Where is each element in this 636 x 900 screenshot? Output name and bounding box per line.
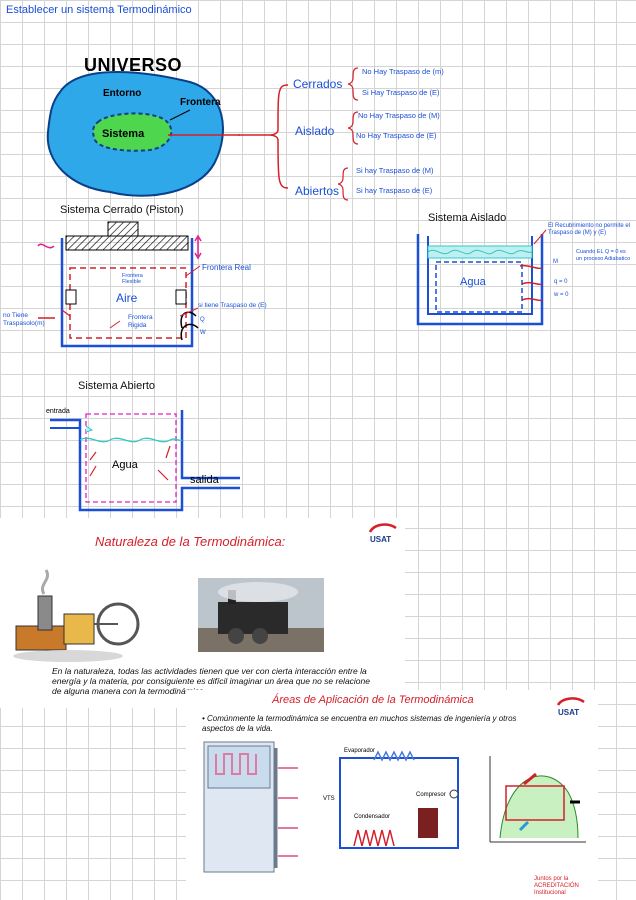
slide2-bullet-text: Comúnmente la termodinámica se encuentra… [202, 714, 517, 733]
steam-engine-illustration [13, 569, 140, 662]
open-fluid: Agua [112, 459, 138, 471]
frontera-real-label: Frontera Real [202, 263, 251, 272]
cycle-label-compresor: Compresor [416, 792, 446, 798]
closed-q-label: Q [200, 317, 205, 323]
entorno-label: Entorno [103, 88, 142, 99]
salida-label: salida [190, 474, 219, 486]
universe-heading: UNIVERSO [84, 55, 183, 75]
aislado-item-2: No Hay Traspaso de (E) [356, 131, 437, 140]
isolated-m-label: M [553, 259, 558, 265]
closed-fluid: Aire [116, 291, 138, 305]
slide2-bullet: • Comúnmente la termodinámica se encuent… [202, 714, 517, 733]
refrigerator-diagram [203, 741, 298, 873]
sistema-label: Sistema [102, 128, 145, 140]
cycle-label-vts: VTS [323, 796, 335, 802]
acreditacion-logo: Juntos por la ACREDITACIÓN Institucional [534, 876, 579, 896]
class-cerrados: Cerrados [293, 77, 343, 91]
isolated-w0-label: w = 0 [554, 292, 569, 298]
class-aislado: Aislado [295, 124, 335, 138]
ph-diagram [489, 756, 586, 843]
abiertos-item-1: Si hay Traspaso de (M) [356, 166, 434, 175]
open-title: Sistema Abierto [78, 380, 156, 392]
frontera-flexible-label: Frontera Flexible [122, 273, 143, 285]
isolated-note-adiabatic: Cuando EL Q = 0 es un proceso Adiabatico [576, 249, 631, 262]
closed-w-label: W [200, 330, 206, 336]
closed-system-diagram [37, 221, 202, 348]
isolated-title: Sistema Aislado [428, 212, 507, 224]
entrada-label: entrada [46, 408, 70, 415]
frontera-rigida-label: Frontera Rigida [128, 314, 153, 329]
slide2-title: Áreas de Aplicación de la Termodinámica [272, 694, 474, 706]
slide-naturaleza: Naturaleza de la Termodinámica: USAT En … [0, 518, 405, 708]
usat-logo-2: USAT [552, 696, 588, 720]
cerrados-item-1: No Hay Traspaso de (m) [362, 67, 444, 76]
abiertos-item-2: Si hay Traspaso de (E) [356, 186, 433, 195]
svg-text:USAT: USAT [370, 535, 391, 544]
svg-text:USAT: USAT [558, 708, 579, 717]
isolated-q0-label: q = 0 [554, 279, 568, 285]
refrigeration-cycle-diagram [339, 750, 459, 849]
cerrados-item-2: Si Hay Traspaso de (E) [362, 88, 440, 97]
energy-transfer-note: si tiene Traspaso de (E) [198, 302, 267, 309]
class-abiertos: Abiertos [295, 184, 340, 198]
universe-diagram [46, 71, 240, 197]
cycle-label-condensador: Condensador [354, 814, 391, 820]
steam-locomotive-photo [198, 578, 324, 652]
classification-braces [238, 67, 359, 201]
isolated-note-coating: El Recubrimiento no permite el Traspaso … [548, 223, 631, 236]
slide1-title: Naturaleza de la Termodinámica: [95, 534, 286, 549]
closed-title: Sistema Cerrado (Piston) [60, 204, 184, 216]
isolated-fluid: Agua [460, 276, 486, 288]
slide-aplicacion: Áreas de Aplicación de la Termodinámica … [186, 690, 598, 900]
open-system-diagram [50, 410, 240, 512]
isolated-system-diagram [416, 229, 547, 326]
frontera-label: Frontera [180, 97, 221, 108]
cycle-label-evaporador: Evaporador [344, 748, 376, 754]
page-title: Establecer un sistema Termodinámico [6, 4, 192, 16]
slide1-text: En la naturaleza, todas las actividades … [52, 666, 370, 696]
usat-logo: USAT [364, 522, 400, 548]
no-mass-transfer-note: no Tiene Traspasolo(m) [3, 312, 45, 327]
aislado-item-1: No Hay Traspaso de (M) [358, 111, 440, 120]
